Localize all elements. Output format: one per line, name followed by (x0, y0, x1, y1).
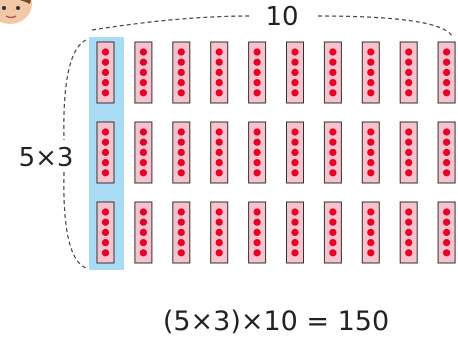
dot-card (248, 201, 267, 264)
dot-card (361, 201, 380, 264)
dot-card (286, 121, 304, 184)
dot-card (399, 121, 418, 184)
dot-card (248, 121, 267, 184)
dot-card (96, 201, 115, 264)
dot-card (437, 121, 456, 184)
dot-card (399, 41, 418, 104)
top-bracket (91, 15, 251, 31)
card-grid (96, 41, 456, 264)
dot-card (399, 201, 418, 264)
dot-card (134, 121, 153, 184)
dot-card (96, 121, 115, 184)
dot-card (210, 121, 229, 184)
character-face-icon (0, 0, 32, 24)
dot-card (134, 201, 153, 264)
top-bracket (317, 15, 453, 37)
equation: (5×3)×10 = 150 (163, 306, 389, 337)
side-label: 5×3 (19, 143, 74, 173)
dot-card (361, 121, 380, 184)
dot-card (172, 201, 191, 264)
dot-card (323, 201, 342, 264)
dot-card (96, 41, 115, 104)
dot-card (172, 41, 191, 104)
left-bracket (63, 171, 87, 269)
dot-card (210, 201, 229, 264)
dot-card (437, 41, 456, 104)
left-bracket (63, 39, 87, 141)
dot-card (323, 41, 342, 104)
dot-card (210, 41, 229, 104)
dot-card (286, 41, 304, 104)
dot-card (323, 121, 342, 184)
top-label: 10 (265, 2, 298, 32)
dot-card (361, 41, 380, 104)
dot-card (248, 41, 267, 104)
dot-card (437, 201, 456, 264)
dot-card (134, 41, 153, 104)
dot-card (286, 201, 304, 264)
dot-card (172, 121, 191, 184)
